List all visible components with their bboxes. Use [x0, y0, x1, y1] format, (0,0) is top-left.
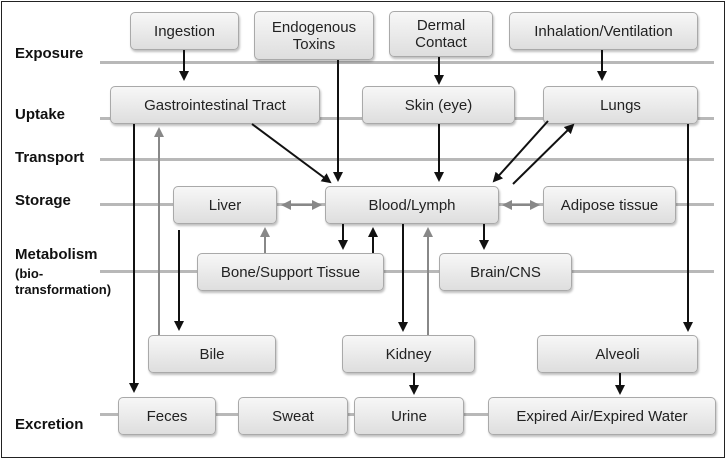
node-kidney: Kidney — [342, 335, 475, 373]
stage-label-uptake: Uptake — [15, 106, 66, 123]
node-bone-support-tissue: Bone/Support Tissue — [197, 253, 384, 291]
transport-line — [100, 158, 714, 161]
node-alveoli: Alveoli — [537, 335, 698, 373]
node-bile: Bile — [148, 335, 276, 373]
node-skin-eye: Skin (eye) — [362, 86, 515, 124]
node-brain-cns: Brain/CNS — [439, 253, 572, 291]
stage-label-excretion: Excretion — [15, 416, 84, 433]
node-adipose-tissue: Adipose tissue — [543, 186, 676, 224]
node-lungs: Lungs — [543, 86, 698, 124]
stage-label-transport: Transport — [15, 149, 85, 166]
node-gastrointestinal-tract: Gastrointestinal Tract — [110, 86, 320, 124]
node-expired-air-water: Expired Air/Expired Water — [488, 397, 716, 435]
node-ingestion: Ingestion — [130, 12, 239, 50]
node-dermal-contact: Dermal Contact — [389, 11, 493, 57]
node-liver: Liver — [173, 186, 277, 224]
node-feces: Feces — [118, 397, 216, 435]
node-blood-lymph: Blood/Lymph — [325, 186, 499, 224]
node-inhalation-ventilation: Inhalation/Ventilation — [509, 12, 698, 50]
stage-label-exposure: Exposure — [15, 45, 84, 62]
stage-sublabel-biotransformation: (bio- transformation) — [15, 266, 112, 297]
stage-label-storage: Storage — [15, 192, 71, 209]
node-endogenous-toxins: Endogenous Toxins — [254, 11, 374, 60]
node-sweat: Sweat — [238, 397, 348, 435]
node-urine: Urine — [354, 397, 464, 435]
exposure-line — [100, 61, 714, 64]
metabolism-line — [100, 270, 714, 273]
stage-label-metabolism: Metabolism — [15, 246, 98, 263]
